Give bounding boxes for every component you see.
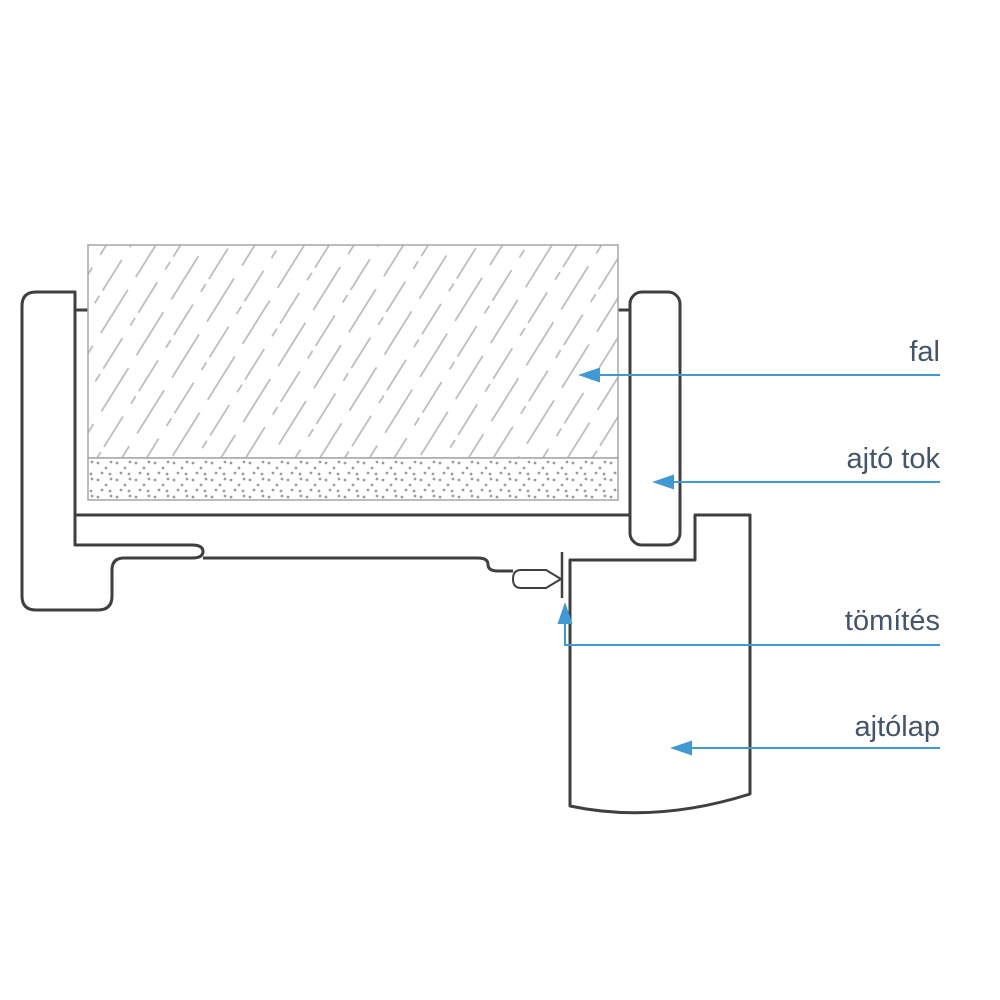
label-ajtolap: ajtólap	[854, 711, 940, 743]
frame-left-architrave	[20, 290, 205, 612]
seal-detail	[512, 569, 562, 589]
tomites-leader-arrow	[557, 602, 940, 646]
label-tomites: tömítés	[844, 605, 940, 637]
ajto-tok-leader-arrow	[652, 474, 940, 490]
door-leaf	[568, 513, 752, 815]
ajtolap-leader-arrow	[670, 740, 940, 756]
plaster-layer	[87, 457, 619, 501]
wall-hatch-area	[87, 244, 619, 459]
label-ajto-tok: ajtó tok	[846, 443, 941, 475]
fal-leader-arrow	[578, 367, 940, 383]
frame-reveal-profile	[203, 556, 513, 573]
label-fal: fal	[909, 336, 940, 368]
frame-right-architrave	[628, 290, 682, 547]
